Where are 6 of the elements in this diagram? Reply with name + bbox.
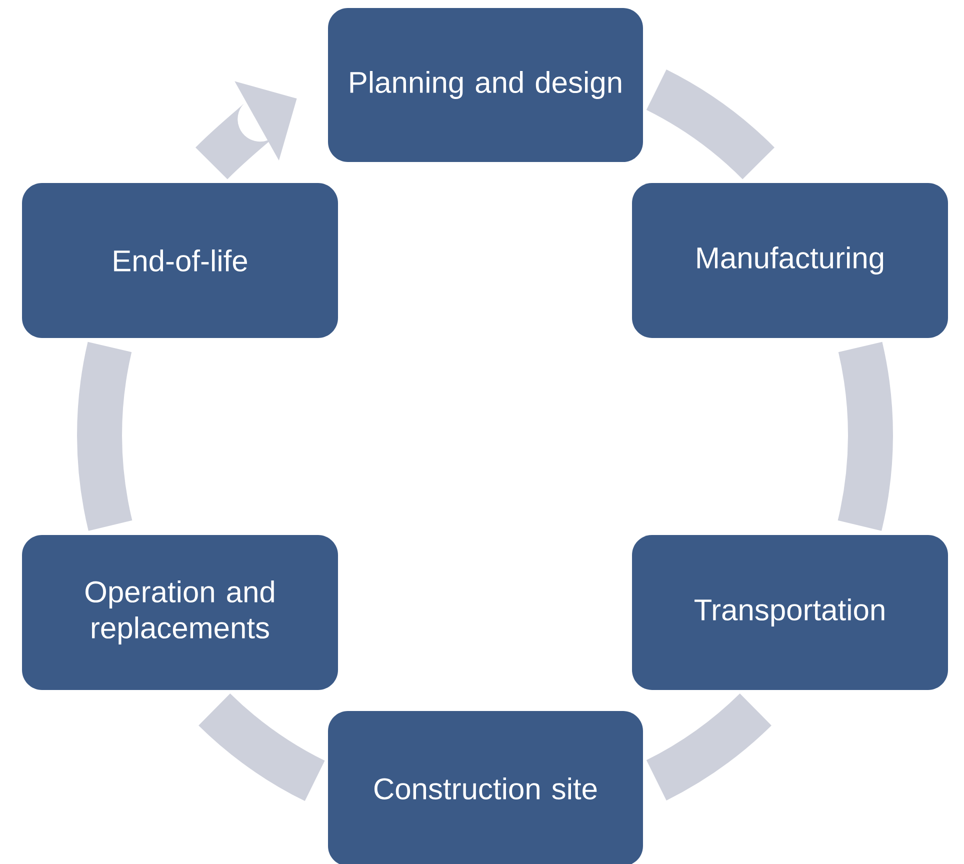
process-box: Construction site <box>328 710 643 864</box>
process-box: Transportation <box>632 534 948 690</box>
process-box: Operation and replacements <box>22 534 338 690</box>
process-box: End-of-life <box>22 182 338 338</box>
process-box: Planning and design <box>328 8 643 162</box>
process-box: Manufacturing <box>632 182 948 338</box>
